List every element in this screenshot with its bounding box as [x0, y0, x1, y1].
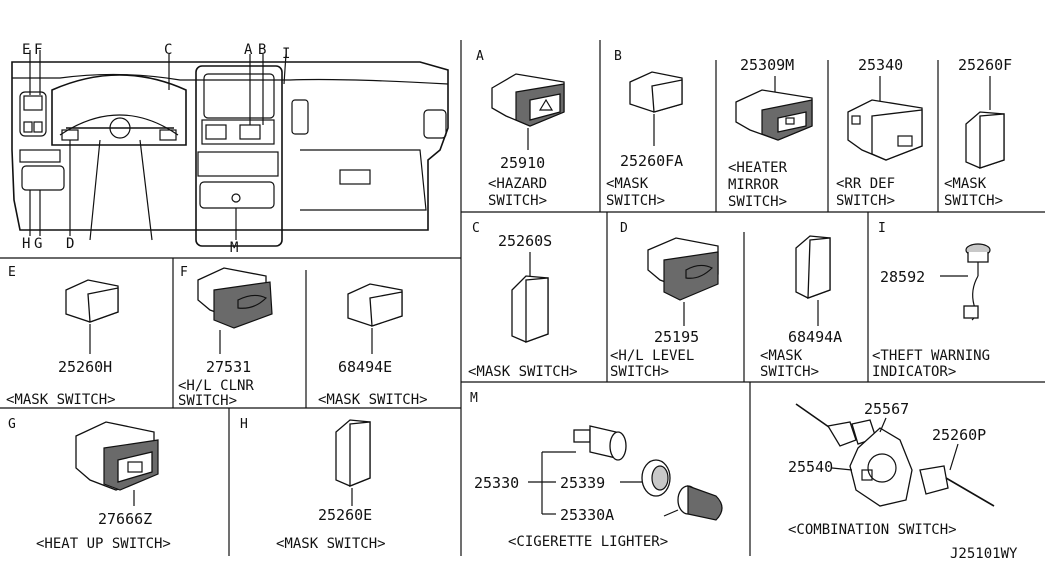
desc-mask-a-2: SWITCH>	[760, 364, 819, 380]
section-I-letter: I	[878, 221, 886, 236]
desc-hlclnr-2: SWITCH>	[178, 393, 237, 409]
panel-dividers	[0, 40, 1045, 556]
overview-label-H: H	[22, 236, 30, 252]
desc-hazard-2: SWITCH>	[488, 193, 547, 209]
section-M-letter: M	[470, 391, 478, 406]
desc-heatup: <HEAT UP SWITCH>	[36, 536, 171, 552]
desc-theft-2: INDICATOR>	[872, 364, 956, 380]
overview-label-F: F	[34, 42, 42, 58]
part-number-68494A: 68494A	[788, 328, 842, 346]
part-number-25340: 25340	[858, 56, 903, 74]
mask-switch-25260F-drawing	[965, 76, 1005, 169]
overview-callouts	[29, 50, 287, 240]
desc-mask-e-f: <MASK SWITCH>	[318, 392, 428, 408]
mask-switch-25260S-drawing	[511, 252, 549, 343]
desc-rrdef-1: <RR DEF	[836, 176, 895, 192]
desc-combination: <COMBINATION SWITCH>	[788, 522, 957, 538]
section-D-letter: D	[620, 221, 628, 236]
desc-hlclnr-1: <H/L CLNR	[178, 378, 254, 394]
desc-hllevel-2: SWITCH>	[610, 364, 669, 380]
part-number-25339: 25339	[560, 474, 605, 492]
desc-mask-s: <MASK SWITCH>	[468, 364, 578, 380]
desc-heater-1: <HEATER	[728, 160, 788, 176]
desc-mask-h: <MASK SWITCH>	[6, 392, 116, 408]
dashboard-overview	[11, 61, 449, 247]
overview-label-C: C	[164, 42, 172, 58]
hazard-switch-drawing	[491, 73, 565, 150]
part-number-27666Z: 27666Z	[98, 510, 152, 528]
mask-switch-25260E-drawing	[335, 419, 371, 506]
overview-label-E: E	[22, 42, 30, 58]
cigarette-lighter-drawing	[528, 425, 723, 521]
desc-heater-2: MIRROR	[728, 177, 779, 193]
desc-heater-3: SWITCH>	[728, 194, 787, 210]
overview-label-M: M	[230, 240, 238, 256]
part-number-25330: 25330	[474, 474, 519, 492]
hl-level-switch-drawing	[647, 237, 719, 326]
heater-mirror-switch-drawing	[735, 76, 813, 141]
diagram-ref-code: J25101WY	[950, 546, 1018, 562]
part-number-25567: 25567	[864, 400, 909, 418]
part-number-25910: 25910	[500, 154, 545, 172]
desc-hazard-1: <HAZARD	[488, 176, 547, 192]
section-E-letter: E	[8, 265, 16, 280]
combination-switch-drawing	[795, 403, 995, 507]
overview-label-G: G	[34, 236, 42, 252]
desc-mask-f-1: <MASK	[944, 176, 987, 192]
part-number-28592: 28592	[880, 268, 925, 286]
theft-indicator-drawing	[940, 243, 991, 321]
overview-label-B: B	[258, 42, 266, 58]
section-B-letter: B	[614, 49, 622, 64]
part-number-25330A: 25330A	[560, 506, 614, 524]
desc-rrdef-2: SWITCH>	[836, 193, 895, 209]
section-F-letter: F	[180, 265, 188, 280]
hl-clnr-switch-drawing	[197, 267, 273, 354]
part-number-25540: 25540	[788, 458, 833, 476]
desc-mask-fa-1: <MASK	[606, 176, 649, 192]
overview-label-I: I	[282, 46, 290, 62]
overview-label-D: D	[66, 236, 74, 252]
part-number-25260P: 25260P	[932, 426, 986, 444]
part-number-25260FA: 25260FA	[620, 152, 683, 170]
rr-def-switch-drawing	[847, 76, 923, 161]
part-number-68494E: 68494E	[338, 358, 392, 376]
section-C-letter: C	[472, 221, 480, 236]
part-number-25260H: 25260H	[58, 358, 112, 376]
section-G-letter: G	[8, 417, 16, 432]
desc-mask-e: <MASK SWITCH>	[276, 536, 386, 552]
heat-up-switch-drawing	[75, 421, 159, 506]
section-A-letter: A	[476, 49, 484, 64]
desc-mask-fa-2: SWITCH>	[606, 193, 665, 209]
part-number-25260S: 25260S	[498, 232, 552, 250]
mask-switch-25260FA-drawing	[629, 71, 683, 146]
mask-switch-68494A-drawing	[795, 235, 831, 326]
part-number-25260F: 25260F	[958, 56, 1012, 74]
part-number-25309M: 25309M	[740, 56, 794, 74]
section-H-letter: H	[240, 417, 248, 432]
desc-hllevel-1: <H/L LEVEL	[610, 348, 694, 364]
mask-switch-25260H-drawing	[65, 279, 119, 354]
mask-switch-68494E-drawing	[347, 283, 403, 354]
desc-mask-a-1: <MASK	[760, 348, 803, 364]
desc-theft-1: <THEFT WARNING	[872, 348, 990, 364]
part-number-25260E: 25260E	[318, 506, 372, 524]
overview-label-A: A	[244, 42, 253, 58]
desc-cig-lighter: <CIGERETTE LIGHTER>	[508, 534, 668, 550]
part-number-25195: 25195	[654, 328, 699, 346]
part-number-27531: 27531	[206, 358, 251, 376]
desc-mask-f-2: SWITCH>	[944, 193, 1003, 209]
